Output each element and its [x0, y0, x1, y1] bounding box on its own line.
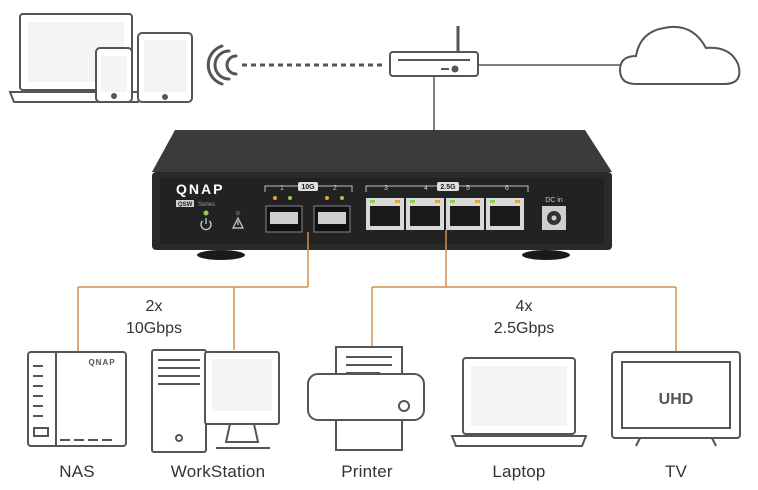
- rj45-port-number: 4: [424, 185, 428, 192]
- laptop-label: Laptop: [492, 462, 546, 481]
- sfp-port: [265, 205, 303, 233]
- rj45-port-number: 6: [505, 185, 509, 192]
- nas-label: NAS: [59, 462, 95, 481]
- sfp-speed-badge: 10G: [301, 184, 315, 191]
- workstation-label: WorkStation: [170, 462, 266, 481]
- network-switch: QNAP QSW Series 1 10G 2 3: [152, 130, 612, 260]
- sfp-port-number: 1: [280, 185, 284, 192]
- rj45-speed-badge: 2.5G: [440, 184, 456, 191]
- rj45-port-number: 5: [466, 185, 470, 192]
- switch-model-badge: QSW: [178, 202, 193, 208]
- cloud-icon: [618, 26, 741, 85]
- sfp-link-speed: 10Gbps: [125, 320, 183, 337]
- rj45-link-speed: 2.5Gbps: [493, 320, 555, 337]
- laptop-icon: [450, 357, 588, 447]
- tablet-client-icon: [137, 32, 193, 103]
- rj45-port: [446, 198, 484, 230]
- rj45-port: [486, 198, 524, 230]
- smartphone-client-icon: [95, 47, 133, 103]
- sfp-link-annotation: 2x 10Gbps: [84, 296, 224, 340]
- sfp-link-lines: [77, 232, 309, 352]
- router-icon: [389, 26, 479, 77]
- rj45-port: [406, 198, 444, 230]
- rj45-port-number: 3: [384, 185, 388, 192]
- wifi-icon: [206, 44, 238, 86]
- warning-icon: [232, 216, 244, 229]
- tv-icon: [611, 351, 741, 447]
- nas-brand-logo: QNAP: [88, 358, 115, 367]
- power-icon: [200, 218, 212, 231]
- switch-model-series: Series: [198, 202, 215, 208]
- power-jack: [542, 206, 566, 230]
- workstation-icon: [151, 349, 280, 453]
- tv-screen-text: UHD: [659, 391, 694, 408]
- rj45-link-annotation: 4x 2.5Gbps: [454, 296, 594, 340]
- power-jack-label: DC in: [545, 197, 563, 204]
- sfp-port: [313, 205, 351, 233]
- nas-icon: [27, 351, 127, 447]
- rj45-port: [366, 198, 404, 230]
- sfp-link-count: 2x: [145, 298, 163, 315]
- status-led: [235, 210, 241, 216]
- rj45-link-lines: [371, 230, 677, 352]
- printer-label: Printer: [341, 462, 393, 481]
- switch-brand-logo: QNAP: [176, 181, 224, 197]
- rj45-link-count: 4x: [515, 298, 533, 315]
- tv-label: TV: [664, 462, 688, 481]
- power-led: [203, 210, 209, 216]
- printer-icon: [307, 346, 425, 451]
- sfp-port-number: 2: [333, 185, 337, 192]
